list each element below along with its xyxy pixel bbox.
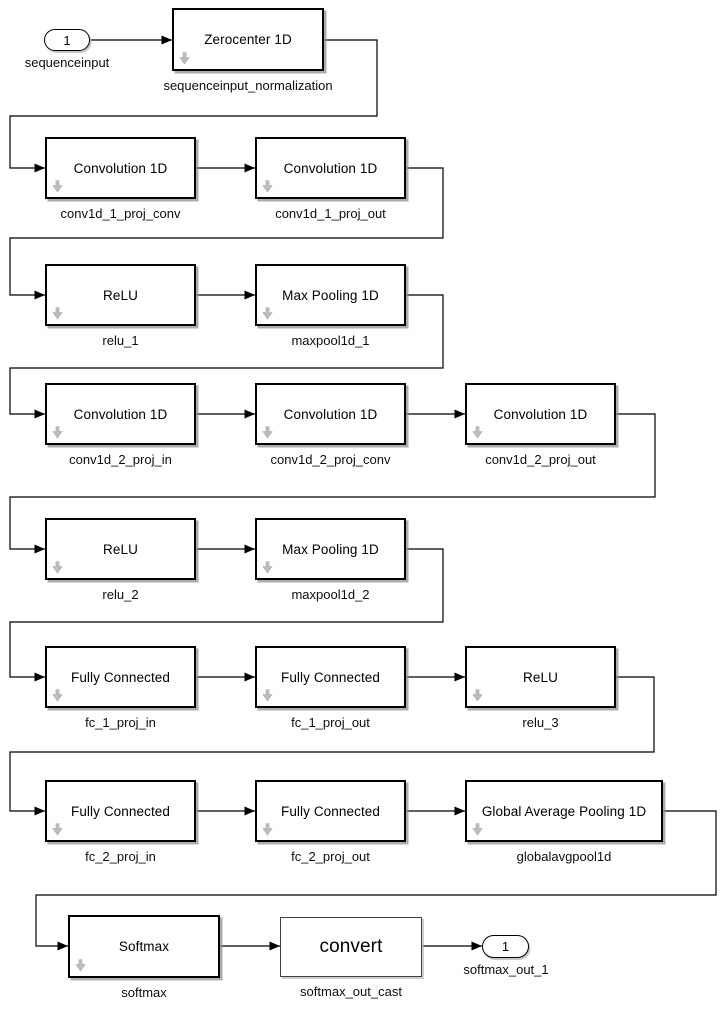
block-name-label: maxpool1d_2	[291, 587, 370, 602]
wire-relu_3-to-fc_2_proj_in[interactable]	[9, 676, 655, 816]
port-name-label: softmax_out_1	[463, 962, 549, 977]
block-sequenceinput_normalization[interactable]: Zerocenter 1D	[172, 8, 324, 71]
block-title: ReLU	[103, 541, 138, 557]
block-title: Zerocenter 1D	[204, 32, 292, 47]
down-arrow-badge-icon	[262, 823, 273, 836]
down-arrow-badge-icon	[52, 689, 63, 702]
block-name-label: fc_1_proj_in	[85, 715, 156, 730]
down-arrow-badge-icon	[179, 52, 190, 65]
block-conv1d_2_proj_in[interactable]: Convolution 1D	[45, 383, 196, 445]
block-title: convert	[319, 936, 383, 957]
block-name-label: conv1d_1_proj_conv	[60, 206, 181, 221]
block-name-label: fc_2_proj_out	[291, 849, 370, 864]
block-title: Max Pooling 1D	[282, 287, 379, 303]
block-relu_2[interactable]: ReLU	[45, 518, 196, 580]
block-name-label: fc_1_proj_out	[291, 715, 370, 730]
block-conv1d_1_proj_conv[interactable]: Convolution 1D	[45, 137, 196, 199]
down-arrow-badge-icon	[262, 180, 273, 193]
down-arrow-badge-icon	[52, 307, 63, 320]
block-name-label: globalavgpool1d	[516, 849, 612, 864]
wire-maxpool1d_2-to-fc_1_proj_in[interactable]	[9, 548, 444, 682]
block-title: Convolution 1D	[283, 406, 378, 422]
block-title: ReLU	[523, 669, 558, 685]
down-arrow-badge-icon	[52, 561, 63, 574]
down-arrow-badge-icon	[52, 180, 63, 193]
wire-sequenceinput_normalization-to-conv1d_1_proj_conv[interactable]	[9, 39, 378, 173]
block-name-label: conv1d_1_proj_out	[275, 206, 386, 221]
wire-globalavgpool1d-to-softmax[interactable]	[35, 810, 717, 951]
down-arrow-badge-icon	[472, 426, 483, 439]
port-number: 1	[501, 939, 510, 954]
block-title: Fully Connected	[70, 803, 171, 819]
block-fc_1_proj_in[interactable]: Fully Connected	[45, 646, 196, 708]
block-title: Fully Connected	[70, 669, 171, 685]
block-fc_2_proj_in[interactable]: Fully Connected	[45, 780, 196, 842]
block-softmax_out_cast[interactable]: convert	[280, 917, 422, 977]
down-arrow-badge-icon	[472, 823, 483, 836]
inport-sequenceinput[interactable]: 1	[44, 29, 90, 51]
block-title: Global Average Pooling 1D	[481, 803, 647, 819]
block-name-label: fc_2_proj_in	[85, 849, 156, 864]
down-arrow-badge-icon	[52, 823, 63, 836]
block-fc_2_proj_out[interactable]: Fully Connected	[255, 780, 406, 842]
block-name-label: relu_1	[102, 333, 139, 348]
down-arrow-badge-icon	[262, 689, 273, 702]
block-name-label: sequenceinput_normalization	[163, 78, 333, 93]
block-title: Fully Connected	[280, 669, 381, 685]
down-arrow-badge-icon	[262, 561, 273, 574]
block-softmax[interactable]: Softmax	[68, 915, 220, 978]
port-name-label: sequenceinput	[24, 55, 110, 70]
block-title: Softmax	[118, 939, 170, 954]
block-name-label: relu_3	[522, 715, 559, 730]
outport-softmax_out_1[interactable]: 1	[482, 935, 529, 958]
down-arrow-badge-icon	[52, 426, 63, 439]
block-title: Convolution 1D	[73, 160, 168, 176]
block-fc_1_proj_out[interactable]: Fully Connected	[255, 646, 406, 708]
block-name-label: conv1d_2_proj_out	[485, 452, 596, 467]
down-arrow-badge-icon	[75, 959, 86, 972]
block-title: Max Pooling 1D	[282, 541, 379, 557]
block-title: Convolution 1D	[73, 406, 168, 422]
block-relu_1[interactable]: ReLU	[45, 264, 196, 326]
wire-conv1d_1_proj_out-to-relu_1[interactable]	[9, 167, 444, 300]
block-name-label: conv1d_2_proj_conv	[270, 452, 391, 467]
block-name-label: softmax	[121, 985, 167, 1000]
block-name-label: softmax_out_cast	[300, 984, 402, 999]
down-arrow-badge-icon	[262, 307, 273, 320]
wire-conv1d_2_proj_out-to-relu_2[interactable]	[9, 413, 656, 554]
block-conv1d_2_proj_conv[interactable]: Convolution 1D	[255, 383, 406, 445]
block-title: Convolution 1D	[493, 406, 588, 422]
block-conv1d_1_proj_out[interactable]: Convolution 1D	[255, 137, 406, 199]
block-title: Fully Connected	[280, 803, 381, 819]
block-maxpool1d_1[interactable]: Max Pooling 1D	[255, 264, 406, 326]
block-globalavgpool1d[interactable]: Global Average Pooling 1D	[465, 780, 663, 842]
down-arrow-badge-icon	[472, 689, 483, 702]
wire-maxpool1d_1-to-conv1d_2_proj_in[interactable]	[9, 294, 444, 419]
block-title: ReLU	[103, 287, 138, 303]
block-relu_3[interactable]: ReLU	[465, 646, 616, 708]
block-title: Convolution 1D	[283, 160, 378, 176]
block-name-label: conv1d_2_proj_in	[69, 452, 172, 467]
down-arrow-badge-icon	[262, 426, 273, 439]
block-name-label: maxpool1d_1	[291, 333, 370, 348]
block-name-label: relu_2	[102, 587, 139, 602]
block-conv1d_2_proj_out[interactable]: Convolution 1D	[465, 383, 616, 445]
block-maxpool1d_2[interactable]: Max Pooling 1D	[255, 518, 406, 580]
port-number: 1	[63, 32, 71, 48]
